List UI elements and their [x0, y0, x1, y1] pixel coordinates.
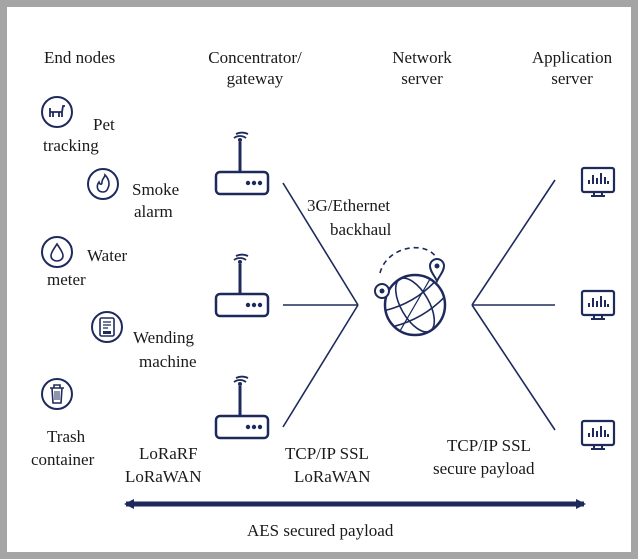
gateway-router-icon-2	[214, 253, 270, 318]
header-end-nodes: End nodes	[44, 48, 116, 67]
header-concentrator-line1: Concentrator/	[208, 48, 302, 67]
end-node-vending-label-1: Wending	[133, 328, 194, 347]
location-pin-icon-right	[428, 258, 446, 284]
end-node-trash-label-1: Trash	[47, 427, 86, 446]
link-app-3	[471, 304, 556, 431]
tcp-ssl-payload-label-1: TCP/IP SSL	[447, 436, 531, 455]
aes-payload-label: AES secured payload	[247, 521, 394, 540]
header-application-line2: server	[551, 69, 593, 88]
application-links	[471, 179, 556, 431]
pet-icon	[41, 96, 73, 128]
header-application-server: Application server	[517, 47, 627, 89]
end-node-pet-label-2: tracking	[43, 136, 99, 155]
water-drop-icon	[41, 236, 73, 268]
end-node-trash-label-2: container	[31, 450, 95, 469]
end-node-smoke-label-2: alarm	[134, 202, 173, 221]
gateway-links	[282, 182, 359, 428]
tcp-ssl-payload-label-2: secure payload	[433, 459, 535, 478]
app-server-monitor-icon-3	[580, 419, 616, 450]
gateway-router-icon-1	[214, 131, 270, 196]
tcp-ssl-lorawan-label-1: TCP/IP SSL	[285, 444, 369, 463]
gateway-router-icon-3	[214, 375, 270, 440]
header-concentrator-line2: gateway	[226, 69, 284, 88]
app-server-monitor-icon-1	[580, 166, 616, 197]
diagram-artwork	[41, 96, 616, 509]
header-network-line1: Network	[392, 48, 452, 67]
header-network-server: Network server	[367, 47, 477, 89]
tcp-ssl-lorawan-label-2: LoRaWAN	[294, 467, 371, 486]
trash-icon	[41, 378, 73, 410]
lorarf-label-2: LoRaWAN	[125, 467, 202, 486]
flame-icon	[87, 168, 119, 200]
end-node-water-label-2: meter	[47, 270, 86, 289]
vending-machine-icon	[91, 311, 123, 343]
header-application-line1: Application	[531, 48, 613, 67]
end-node-pet-label-1: Pet	[93, 115, 115, 134]
globe-network-icon	[374, 246, 447, 337]
header-concentrator: Concentrator/ gateway	[185, 47, 325, 89]
app-server-monitor-icon-2	[580, 289, 616, 320]
link-gateway-1	[282, 182, 359, 306]
backhaul-label-2: backhaul	[330, 220, 392, 239]
end-node-vending-label-2: machine	[139, 352, 197, 371]
header-network-line2: server	[401, 69, 443, 88]
location-pin-icon-left	[374, 283, 390, 299]
lorarf-label-1: LoRaRF	[139, 444, 198, 463]
link-app-1	[471, 179, 556, 306]
link-gateway-3	[282, 304, 359, 428]
backhaul-label-1: 3G/Ethernet	[307, 196, 391, 215]
end-node-water-label-1: Water	[87, 246, 128, 265]
end-node-smoke-label-1: Smoke	[132, 180, 180, 199]
